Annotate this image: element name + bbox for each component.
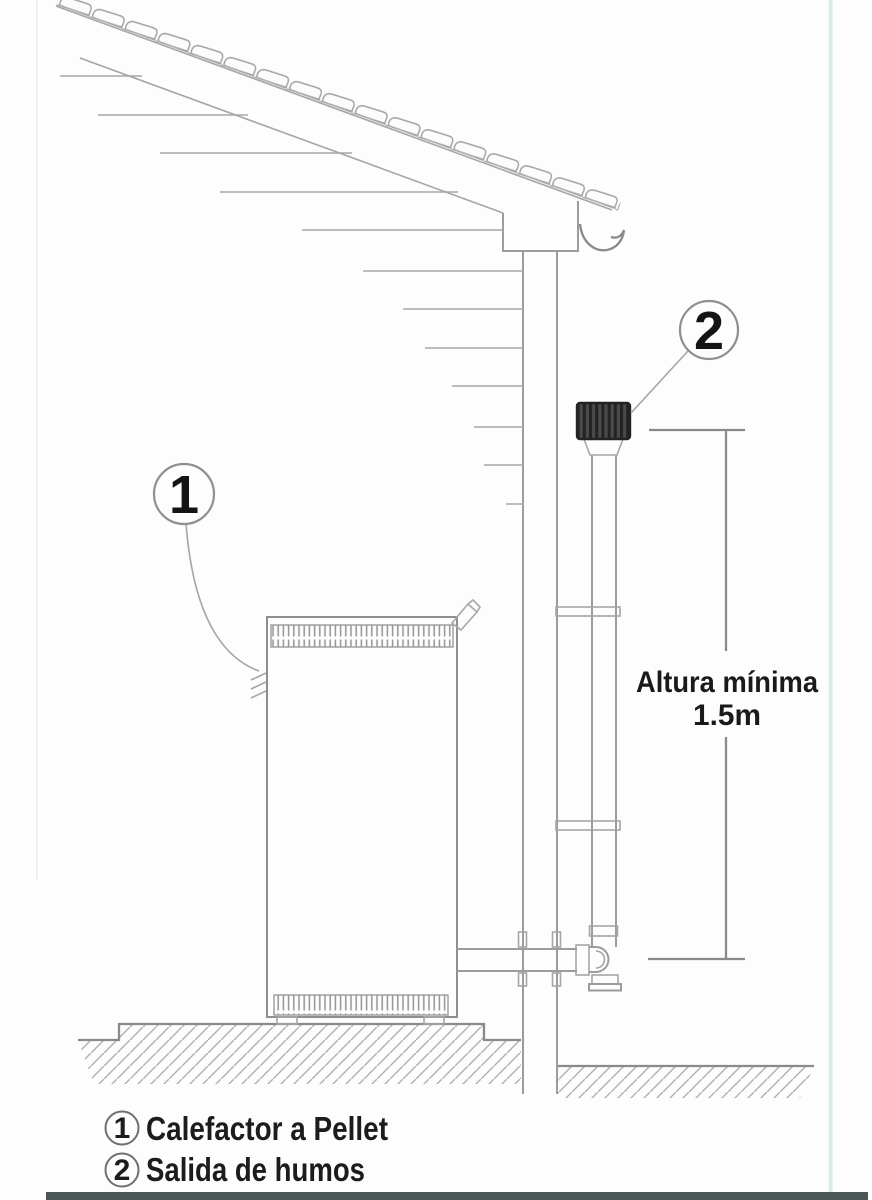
legend: 1 Calefactor a Pellet 2 Salida de humos [104,1110,388,1188]
horizontal-flue-pipe [457,931,577,987]
legend-item-1: 1 Calefactor a Pellet [104,1110,388,1147]
heater-side-dashes [250,672,267,699]
heater-bottom-vent [273,994,449,1016]
flue-cap [575,401,632,441]
heater-feet [276,1016,445,1025]
roof-fascia [502,201,579,252]
wall-post [522,251,558,1094]
wall-hatch-lines [60,75,524,505]
legend-2-number: 2 [114,1154,131,1187]
pellet-heater [250,598,482,1025]
flue-bracket-lower [555,820,621,831]
flue-drain-cap [588,974,622,992]
heater-exhaust-tab [450,598,482,632]
callout-1-circle [152,462,216,526]
callout-1: 1 [152,462,260,672]
legend-1-label: Calefactor a Pellet [146,1110,388,1147]
flue [555,401,632,992]
gutter [578,223,626,252]
legend-1-circle [104,1110,140,1146]
ground-right [558,1064,814,1098]
legend-item-2: 2 Salida de humos [104,1151,365,1188]
heater-body [266,616,458,1018]
roof-ridge-line [55,5,613,211]
flue-bracket-upper [555,606,621,617]
left-edge-artifact [36,0,38,880]
callout-2-number: 2 [694,301,724,361]
heater-top-vent [270,624,454,648]
dimension-line: Altura mínima 1.5m [636,428,818,961]
ground-left [78,1022,521,1084]
dimension-label-line1: Altura mínima [636,666,818,699]
roof-beam-underside [79,57,504,214]
callout-2: 2 [630,299,740,414]
bottom-dark-bar [46,1192,868,1200]
roof-tiles [55,0,623,213]
flue-joint-collar [588,925,619,937]
wall-sleeve [517,931,562,987]
flue-elbow [575,944,610,976]
roof [55,0,626,252]
callout-2-leader [630,350,689,414]
dimension-label-line2: 1.5m [693,699,761,732]
callout-1-number: 1 [169,465,199,525]
flue-collar [582,438,625,456]
legend-1-number: 1 [114,1112,131,1145]
legend-2-label: Salida de humos [146,1151,365,1188]
right-edge-teal-line [828,0,833,1192]
callout-1-leader [185,523,260,672]
callout-2-circle [678,299,740,361]
legend-2-circle [104,1152,140,1188]
